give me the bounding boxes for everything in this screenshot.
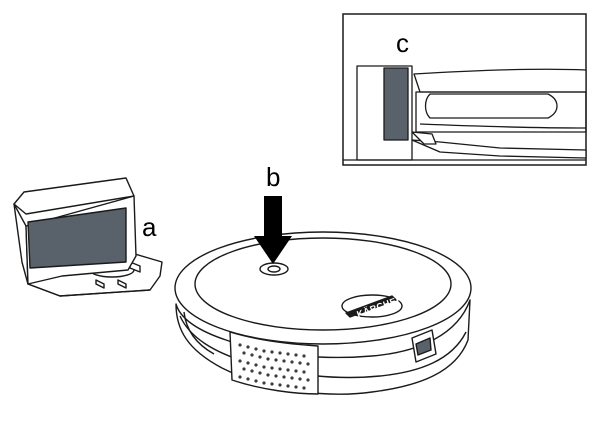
- robot-front-grille-panel: [229, 331, 319, 395]
- charging-contact-front: [95, 279, 105, 289]
- charging-station-tower-side: [13, 203, 29, 285]
- inset-detail-box: [342, 13, 587, 166]
- inset-robot-base-edge: [419, 123, 587, 129]
- robot-top-surface: [194, 237, 452, 331]
- charging-station-dark-panel: [27, 207, 127, 269]
- label-c: c: [396, 28, 409, 58]
- inset-robot-lower: [415, 91, 587, 133]
- charging-station-base-front-edge: [27, 283, 151, 297]
- charging-station: [13, 177, 163, 297]
- brand-logo-band: [345, 295, 397, 318]
- power-button: [259, 262, 289, 276]
- inset-contact-foot: [411, 131, 437, 145]
- robot-vacuum: KÄRCHER: [174, 231, 472, 395]
- robot-front-grille: [238, 343, 310, 390]
- label-a: a: [142, 212, 157, 242]
- inset-robot-top: [413, 68, 587, 93]
- inset-contact-plate: [411, 139, 587, 159]
- inset-station-panel: [383, 67, 409, 141]
- robot-left-side-detail: [183, 311, 215, 355]
- charging-contact-front-right: [117, 279, 127, 289]
- label-b: b: [266, 162, 280, 192]
- charging-station-tower-top: [13, 177, 135, 215]
- robot-bumper-seam: [179, 315, 467, 379]
- power-button-inner: [267, 265, 281, 273]
- inset-robot-slot: [424, 93, 558, 119]
- press-arrow: [254, 196, 292, 264]
- robot-side-latch-inner: [415, 337, 432, 356]
